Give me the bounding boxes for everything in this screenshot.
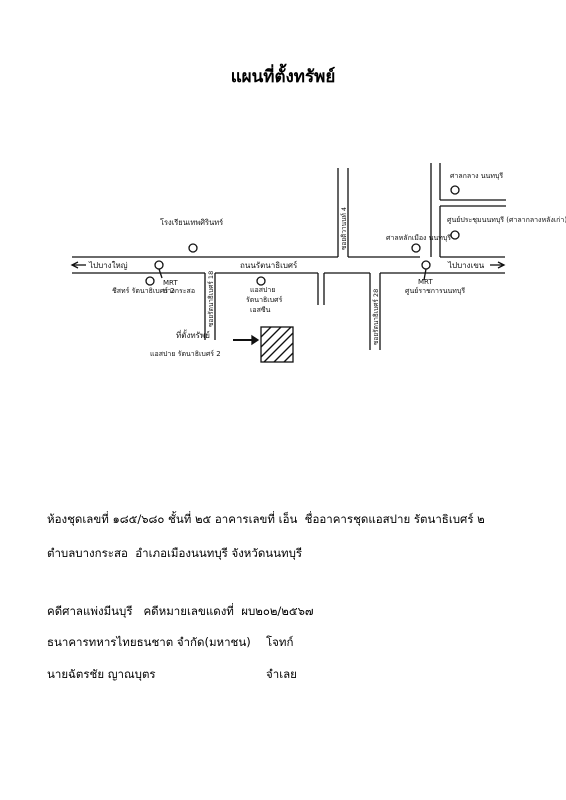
defendant-name: นายฉัตรชัย ญาณบุตร xyxy=(47,667,156,681)
plaintiff-name: ธนาคารทหารไทยธนชาต จำกัด(มหาชน) xyxy=(47,635,251,649)
mrt-left-name: บางกระสอ xyxy=(163,287,195,295)
soi-left-label: ซอยรัตนาธิเบศร์ 18 xyxy=(207,271,215,327)
mrt-left-label: MRT xyxy=(163,279,178,287)
main-road-label: ถนนรัตนาธิเบศร์ xyxy=(240,260,298,270)
school-label: โรงเรียนเทพศิรินทร์ xyxy=(160,218,223,227)
plaintiff-role: โจทก์ xyxy=(266,635,294,649)
to-left-label: ไปบางใหญ่ xyxy=(88,261,128,270)
school-marker xyxy=(188,243,198,253)
to-right-label: ไปบางเขน xyxy=(447,261,485,270)
unit-detail-line: ห้องชุดเลขที่ ๑๘๕/๖๘๐ ชั้นที่ ๒๕ อาคารเล… xyxy=(47,512,485,526)
site-name: แอสปาย รัตนาธิเบศร์ 2 xyxy=(150,350,221,358)
soi-right-label: ซอยรัตนาธิเบศร์ 28 xyxy=(372,289,380,345)
site-label: ที่ตั้งทรัพย์ xyxy=(176,329,210,340)
mrt-left-marker xyxy=(154,260,164,270)
court-label: ศาลกลาง นนทบุรี xyxy=(450,172,503,180)
condo-left-label: ชีสทร์ รัตนาธิเบศร์ 2 xyxy=(112,287,175,295)
mrt-right-marker xyxy=(421,260,431,270)
mrt-right-label: MRT xyxy=(418,278,433,286)
page-title: แผนที่ตั้งทรัพย์ xyxy=(230,67,336,87)
condo-center-2: รัตนาธิเบศร์ xyxy=(246,296,283,304)
address-line: ตำบลบางกระสอ อำเภอเมืองนนทบุรี จังหวัดนน… xyxy=(47,546,303,560)
hall-label: ศาลหลักเมือง นนทบุรี xyxy=(386,234,451,242)
soi-mid-label: ซอยติวานนท์ 4 xyxy=(340,207,348,250)
mrt-right-name: ศูนย์ราชการนนทบุรี xyxy=(405,287,465,295)
property-site-marker xyxy=(260,326,294,363)
office-label: ศูนย์ประชุมนนทบุรี (ศาลากลางหลังเก่า) xyxy=(447,216,566,224)
defendant-role: จำเลย xyxy=(266,667,297,681)
condo-center-3: เอสซีน xyxy=(250,306,271,314)
condo-center-1: แอสปาย xyxy=(250,286,275,294)
case-line: คดีศาลแพ่งมีนบุรี คดีหมายเลขแดงที่ ผบ๒๐๒… xyxy=(47,604,314,618)
